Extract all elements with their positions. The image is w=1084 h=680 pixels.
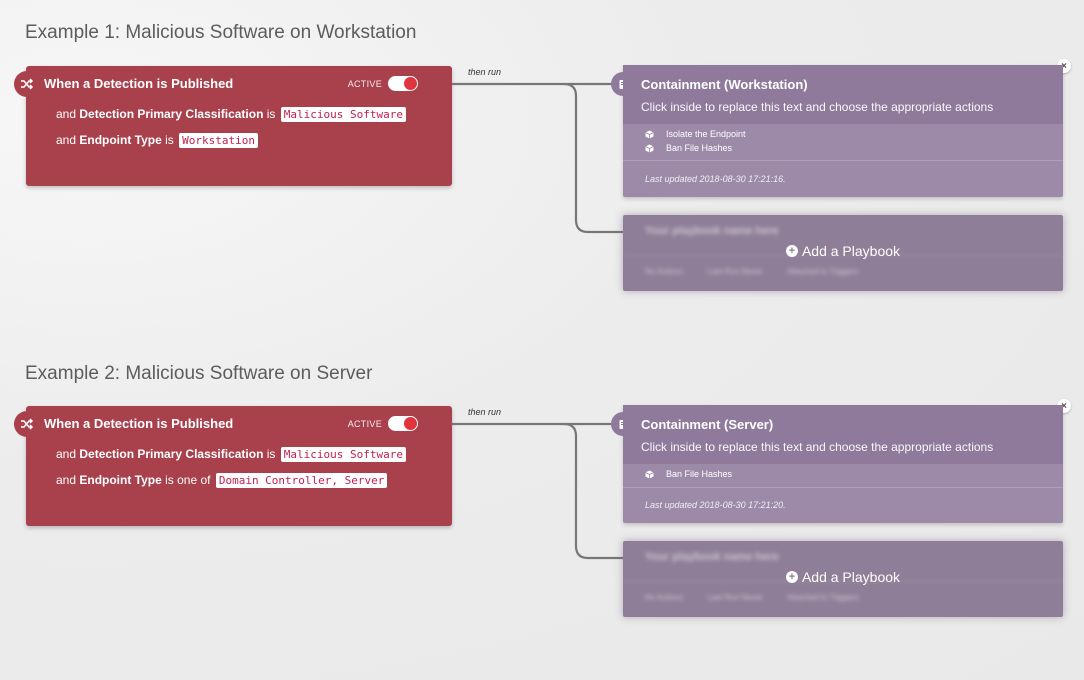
trigger-card[interactable]: When a Detection is Published ACTIVE and… bbox=[14, 406, 452, 526]
cube-icon bbox=[645, 144, 657, 153]
placeholder-meta: Attached to Triggers bbox=[786, 267, 859, 276]
playbook-title: Containment (Server) bbox=[641, 417, 774, 432]
playbook-action-item: Isolate the Endpoint bbox=[645, 127, 1063, 141]
condition-operator: is bbox=[263, 107, 279, 121]
playbook-last-updated: Last updated 2018-08-30 17:21:16. bbox=[645, 174, 786, 184]
condition-field: Detection Primary Classification bbox=[79, 107, 264, 121]
trigger-title: When a Detection is Published bbox=[44, 416, 234, 431]
placeholder-meta: No Actions bbox=[645, 593, 684, 602]
plus-circle-icon: + bbox=[785, 245, 798, 257]
active-label: ACTIVE bbox=[347, 78, 382, 89]
shuffle-icon bbox=[14, 411, 40, 437]
condition-field: Endpoint Type bbox=[79, 473, 162, 487]
playbook-header: Containment (Workstation) Click inside t… bbox=[623, 65, 1063, 124]
add-playbook-label: Add a Playbook bbox=[801, 569, 901, 585]
condition-prefix: and bbox=[56, 133, 80, 147]
playbook-actions: Ban File Hashes bbox=[623, 464, 1063, 488]
trigger-card[interactable]: When a Detection is Published ACTIVE and… bbox=[14, 66, 452, 186]
placeholder-title: Your playbook name here bbox=[645, 551, 779, 563]
example-section-1: Example 1: Malicious Software on Worksta… bbox=[0, 0, 1084, 330]
plus-circle-icon: + bbox=[785, 571, 798, 583]
cube-icon bbox=[645, 130, 657, 139]
add-playbook-button[interactable]: + Add a Playbook bbox=[623, 243, 1063, 259]
trigger-condition[interactable]: and Detection Primary Classification is … bbox=[56, 107, 406, 122]
active-toggle-group: ACTIVE bbox=[348, 76, 418, 91]
active-toggle[interactable] bbox=[388, 416, 418, 431]
connector-lines bbox=[452, 82, 624, 234]
playbook-description: Click inside to replace this text and ch… bbox=[641, 100, 994, 114]
placeholder-title: Your playbook name here bbox=[645, 225, 779, 237]
active-toggle-group: ACTIVE bbox=[348, 416, 418, 431]
playbook-actions: Isolate the Endpoint Ban File Hashes bbox=[623, 124, 1063, 161]
condition-prefix: and bbox=[56, 107, 80, 121]
condition-operator: is bbox=[161, 133, 178, 147]
shuffle-icon bbox=[14, 71, 40, 97]
playbook-header: Containment (Server) Click inside to rep… bbox=[623, 405, 1063, 464]
playbook-card[interactable]: × Containment (Workstation) Click inside… bbox=[611, 59, 1071, 197]
playbook-description: Click inside to replace this text and ch… bbox=[641, 440, 994, 454]
placeholder-meta: Attached to Triggers bbox=[786, 593, 859, 602]
playbook-action-label: Isolate the Endpoint bbox=[666, 129, 746, 139]
placeholder-ghost: Your playbook name here No Actions Last … bbox=[623, 541, 1063, 617]
active-label: ACTIVE bbox=[347, 418, 382, 429]
trigger-condition[interactable]: and Detection Primary Classification is … bbox=[56, 447, 406, 462]
add-playbook-placeholder[interactable]: Your playbook name here No Actions Last … bbox=[623, 541, 1063, 617]
condition-value-chip[interactable]: Malicious Software bbox=[280, 107, 406, 122]
condition-operator: is one of bbox=[161, 473, 214, 487]
placeholder-meta: No Actions bbox=[645, 267, 684, 276]
cube-icon bbox=[645, 470, 657, 479]
condition-prefix: and bbox=[56, 473, 80, 487]
trigger-condition[interactable]: and Endpoint Type is Workstation bbox=[56, 133, 258, 148]
playbook-last-updated: Last updated 2018-08-30 17:21:20. bbox=[645, 500, 786, 510]
trigger-condition[interactable]: and Endpoint Type is one of Domain Contr… bbox=[56, 473, 388, 488]
condition-value-chip[interactable]: Domain Controller, Server bbox=[215, 473, 388, 488]
playbook-action-item: Ban File Hashes bbox=[645, 141, 1063, 155]
condition-value-chip[interactable]: Malicious Software bbox=[280, 447, 406, 462]
example-section-2: Example 2: Malicious Software on Server … bbox=[0, 340, 1084, 670]
playbook-card[interactable]: × Containment (Server) Click inside to r… bbox=[611, 399, 1071, 523]
add-playbook-button[interactable]: + Add a Playbook bbox=[623, 569, 1063, 585]
playbook-title: Containment (Workstation) bbox=[641, 77, 808, 92]
example-title: Example 1: Malicious Software on Worksta… bbox=[25, 22, 417, 43]
condition-operator: is bbox=[263, 447, 279, 461]
placeholder-meta: Last Run Never bbox=[707, 593, 763, 602]
placeholder-meta: Last Run Never bbox=[707, 267, 763, 276]
then-run-label: then run bbox=[468, 67, 502, 77]
add-playbook-placeholder[interactable]: Your playbook name here No Actions Last … bbox=[623, 215, 1063, 291]
playbook-action-label: Ban File Hashes bbox=[666, 469, 733, 479]
condition-value-chip[interactable]: Workstation bbox=[179, 133, 258, 148]
active-toggle[interactable] bbox=[388, 76, 418, 91]
add-playbook-label: Add a Playbook bbox=[801, 243, 901, 259]
trigger-title: When a Detection is Published bbox=[44, 76, 234, 91]
condition-field: Detection Primary Classification bbox=[79, 447, 264, 461]
playbook-action-label: Ban File Hashes bbox=[666, 143, 733, 153]
condition-field: Endpoint Type bbox=[79, 133, 162, 147]
playbook-action-item: Ban File Hashes bbox=[645, 467, 1063, 481]
example-title: Example 2: Malicious Software on Server bbox=[25, 363, 373, 384]
placeholder-ghost: Your playbook name here No Actions Last … bbox=[623, 215, 1063, 291]
then-run-label: then run bbox=[468, 407, 502, 417]
condition-prefix: and bbox=[56, 447, 80, 461]
connector-lines bbox=[452, 422, 624, 560]
